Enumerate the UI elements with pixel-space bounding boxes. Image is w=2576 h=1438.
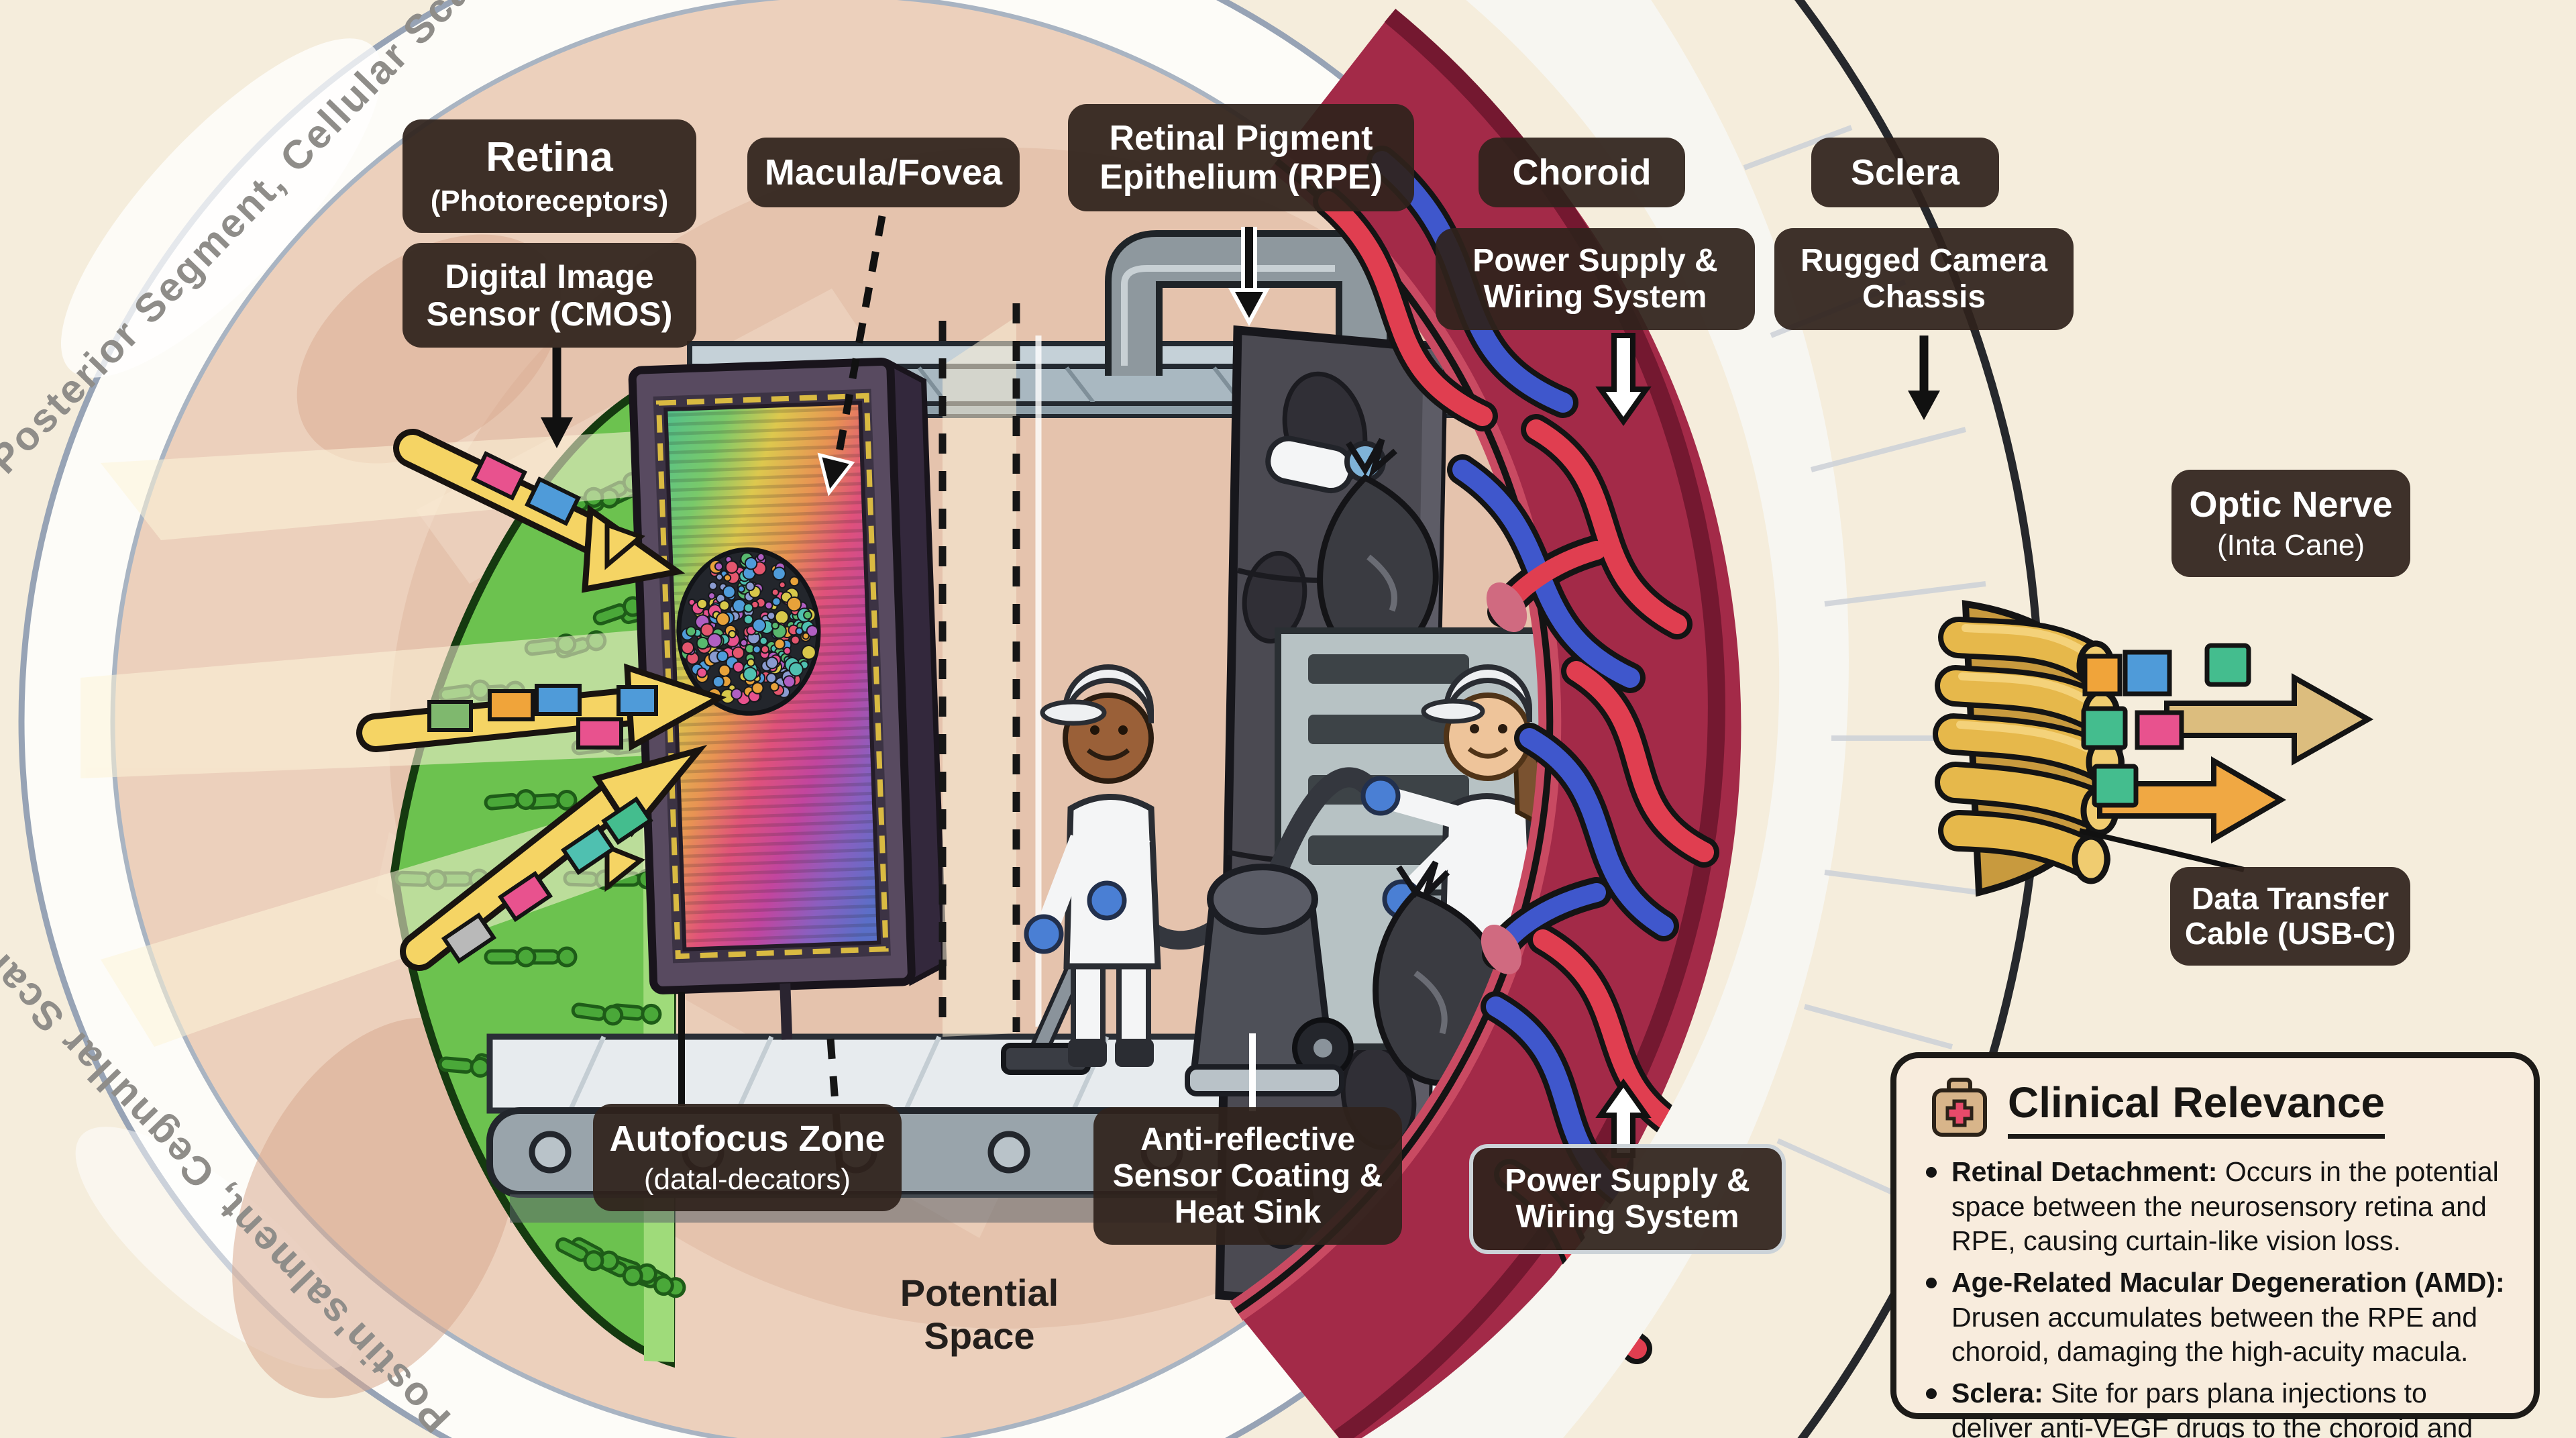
label-macula: Macula/Fovea (747, 138, 1020, 208)
label-retina-sub: (Photoreceptors) (430, 185, 669, 218)
clinical-relevance-panel: Clinical Relevance Retinal Detachment: O… (1890, 1052, 2540, 1438)
first-aid-kit-icon (1932, 1078, 1987, 1137)
clinical-title: Clinical Relevance (2008, 1078, 2385, 1139)
label-power-supply-bottom: Power Supply & Wiring System (1469, 1144, 1786, 1254)
clinical-bullet-retinal-detachment: Retinal Detachment: Occurs in the potent… (1919, 1155, 2511, 1259)
clinical-bullet-amd: Age-Related Macular Degeneration (AMD): … (1919, 1266, 2511, 1370)
label-retina: Retina (Photoreceptors) (402, 119, 696, 233)
label-image-sensor: Digital Image Sensor (CMOS) (402, 243, 696, 348)
vacuum-cleaner (1105, 767, 1383, 1096)
label-data-cable: Data Transfer Cable (USB-C) (2170, 867, 2410, 966)
photon-arrows (356, 429, 727, 971)
label-power-supply-top: Power Supply & Wiring System (1436, 228, 1755, 330)
clinical-bullets: Retinal Detachment: Occurs in the potent… (1919, 1155, 2511, 1438)
label-potential-space: Potential Space (900, 1272, 1059, 1357)
worker-female (1360, 664, 1549, 1086)
clinical-bullet-sclera: Sclera: Site for pars plana injections t… (1919, 1376, 2511, 1438)
label-rpe: Retinal Pigment Epithelium (RPE) (1068, 104, 1414, 212)
bullet-dot (1926, 1277, 1937, 1288)
worker-male (1001, 664, 1161, 1075)
data-packets (2081, 643, 2374, 843)
bullet-dot (1926, 1167, 1937, 1178)
pointer-arrows (541, 215, 2245, 1158)
image-sensor-screen (628, 358, 947, 1040)
label-retina-title: Retina (486, 134, 613, 181)
bullet-dot (1926, 1388, 1937, 1399)
label-sclera: Sclera (1811, 138, 1999, 208)
label-camera-chassis: Rugged Camera Chassis (1774, 228, 2074, 330)
label-choroid: Choroid (1479, 138, 1685, 208)
optic-nerve (1933, 600, 2125, 897)
label-optic-nerve: Optic Nerve (Inta Cane) (2171, 470, 2410, 577)
label-anti-reflective: Anti-reflective Sensor Coating & Heat Si… (1093, 1107, 1402, 1245)
label-autofocus: Autofocus Zone (datal-decators) (593, 1104, 902, 1211)
